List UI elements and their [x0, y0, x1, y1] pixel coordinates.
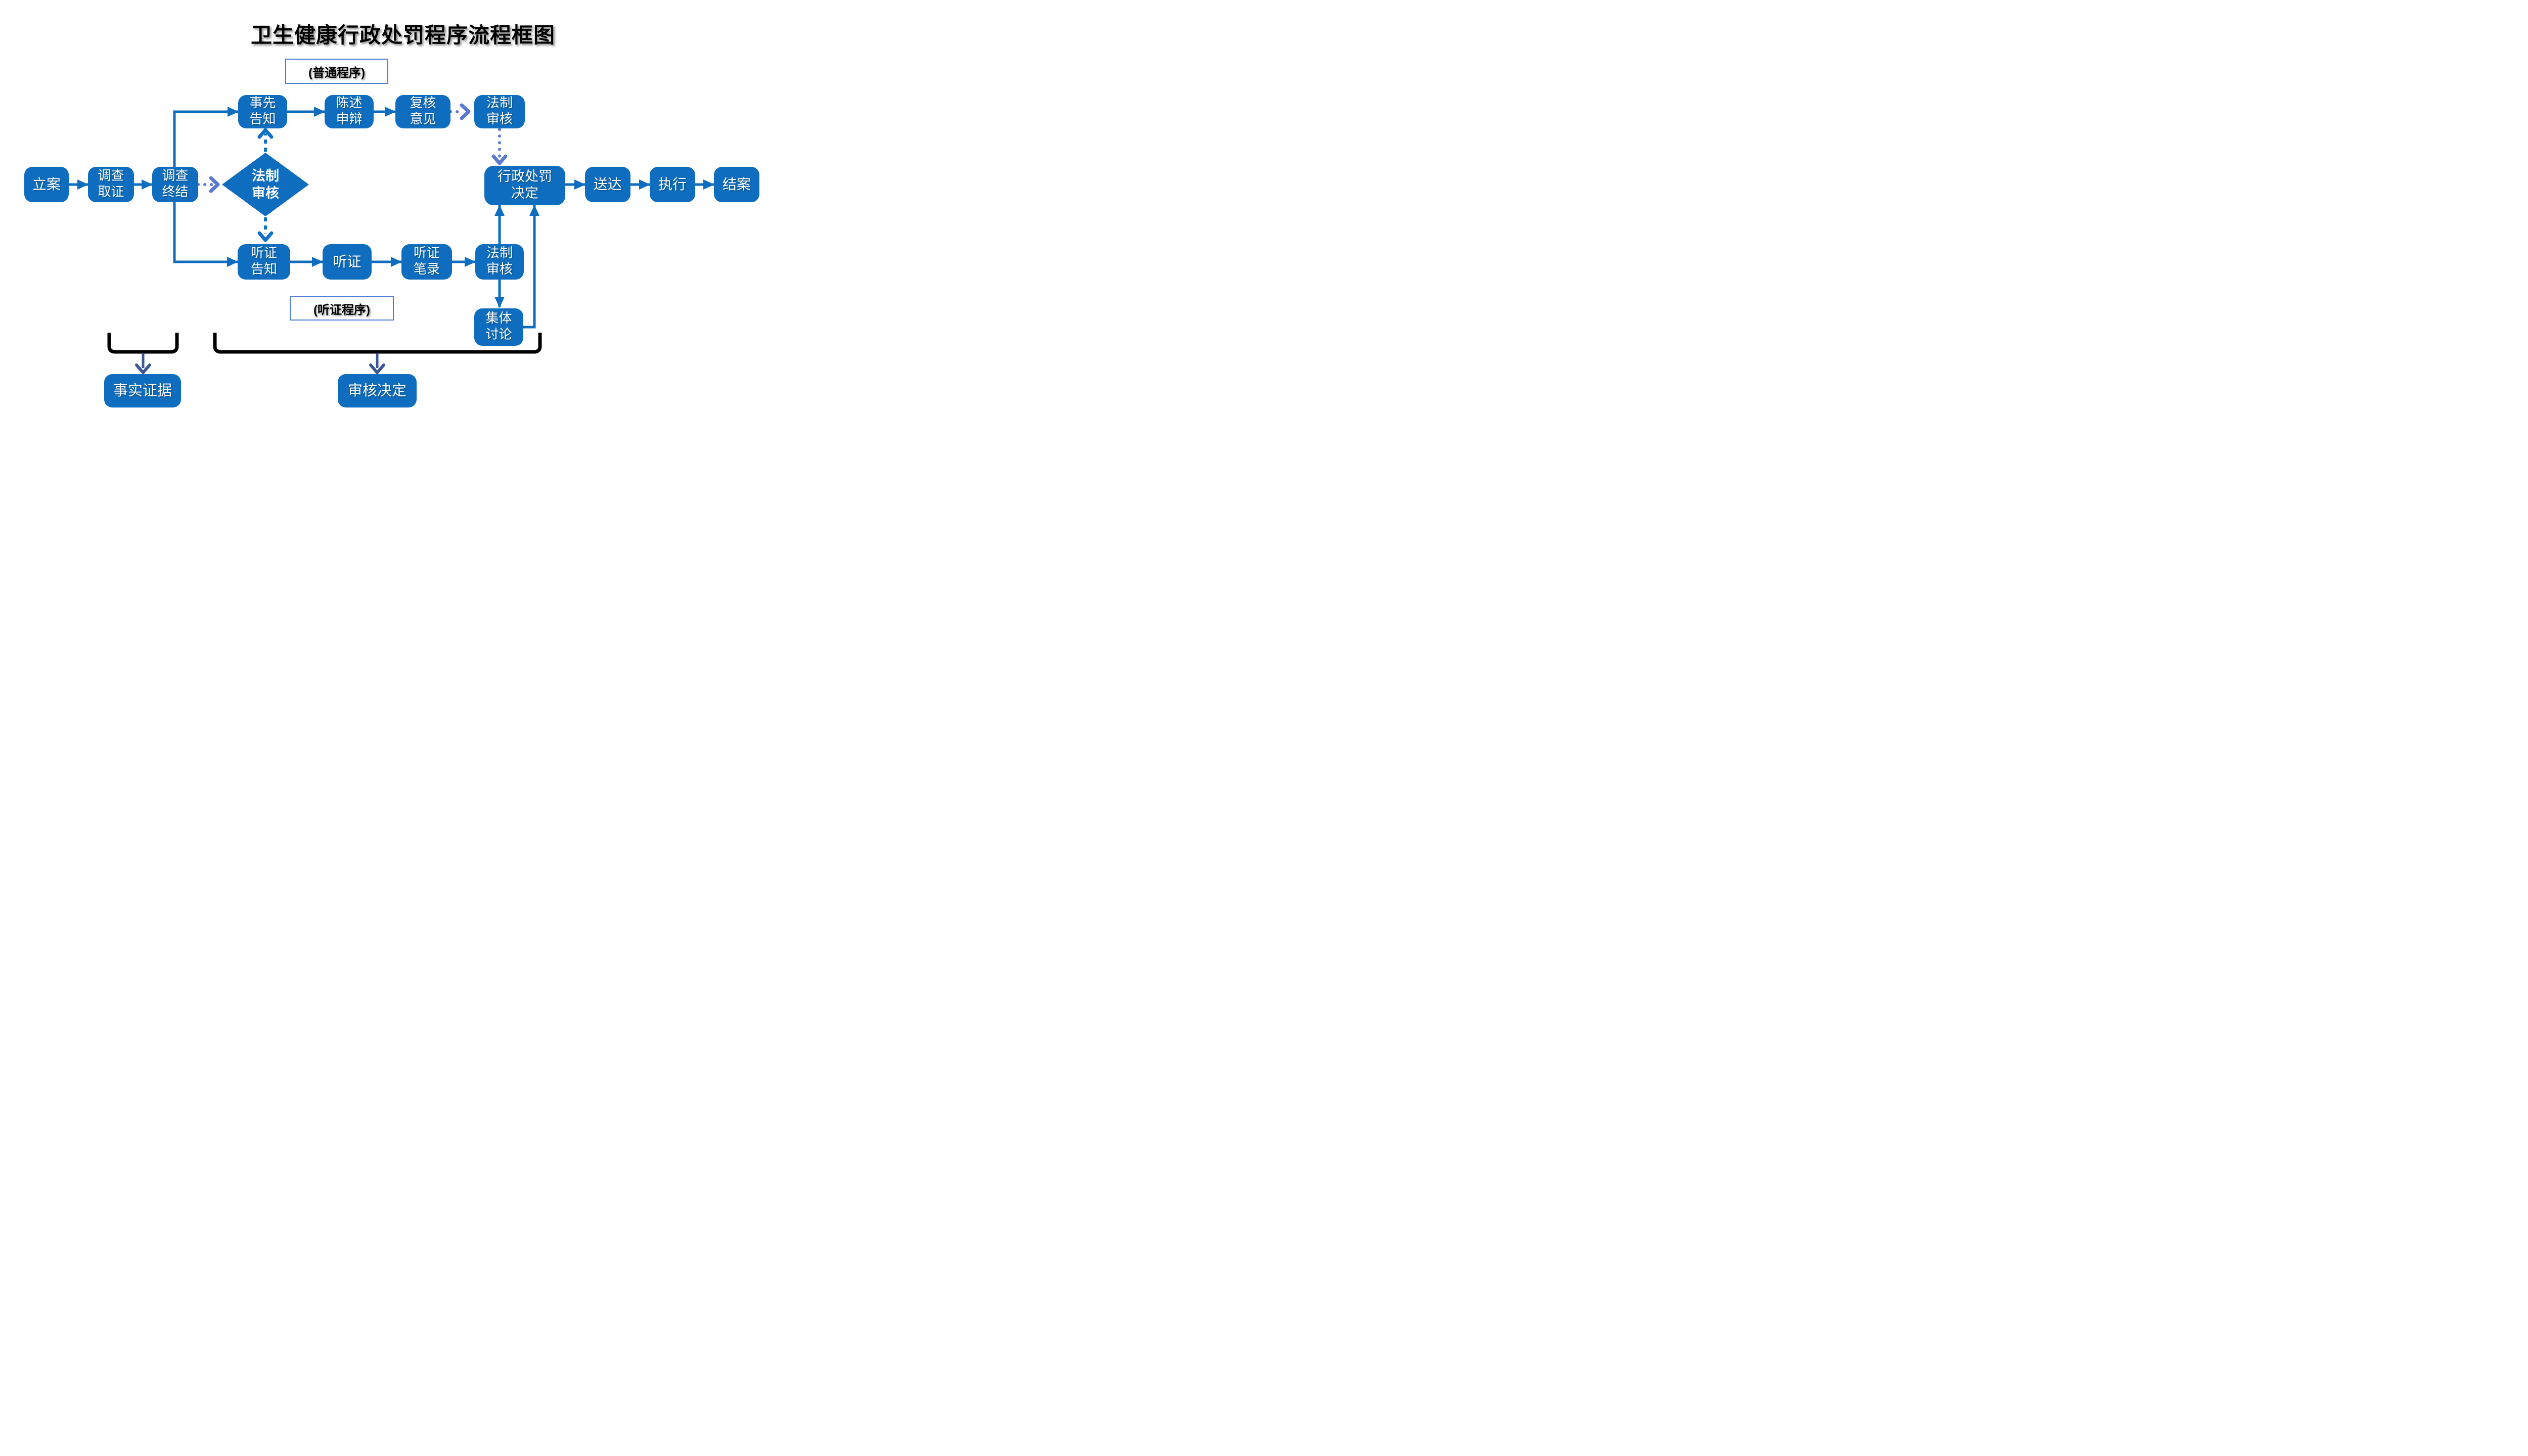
arrow-zhongjie-to-shixian-gaozhi — [173, 107, 239, 167]
dotted-chevron-into-fazhi-top — [460, 103, 471, 120]
chevron-into-shenhe-jueding — [369, 363, 385, 374]
node-fazhi-shenhe-bottom: 法制 审核 — [475, 244, 524, 280]
chevron-into-shishi — [135, 363, 151, 374]
node-chenshu-shenbian: 陈述 申辩 — [325, 95, 374, 128]
connector-layer — [69, 103, 714, 374]
node-diaocha-quzheng: 调查 取证 — [88, 167, 134, 202]
page-title: 卫生健康行政处罚程序流程框图 — [250, 23, 555, 47]
node-jiti-taolun: 集体 讨论 — [474, 308, 523, 346]
node-tingzheng-gaozhi: 听证 告知 — [238, 244, 290, 280]
node-fuhe-yijian: 复核 意见 — [395, 95, 450, 128]
node-fazhi-shenhe-diamond: 法制 审核 — [252, 168, 279, 201]
node-xingzheng-chufa-jueding: 行政处罚 决定 — [484, 166, 565, 205]
node-shixian-gaozhi: 事先 告知 — [238, 95, 287, 128]
label-hearing-procedure: (听证程序) — [290, 296, 394, 321]
node-diaocha-zhongjie: 调查 终结 — [152, 167, 198, 202]
label-general-procedure: (普通程序) — [285, 59, 388, 84]
dotted-chevron-into-jueding-top — [491, 154, 508, 165]
dashed-chevron-into-tingzheng-gaozhi — [257, 231, 274, 242]
node-fazhi-shenhe-top: 法制 审核 — [474, 95, 525, 128]
node-songda: 送达 — [585, 167, 630, 202]
node-shenhe-jueding: 审核决定 — [338, 374, 417, 407]
bracket-review-group — [213, 333, 542, 354]
arrow-zhongjie-to-tingzheng-gaozhi — [173, 202, 238, 267]
dashed-chevron-into-shixian-gaozhi — [257, 128, 274, 139]
arrow-jiti-to-jueding — [523, 205, 539, 329]
node-tingzheng-bilu: 听证 笔录 — [401, 244, 452, 280]
node-shishi-zhengju: 事实证据 — [104, 374, 181, 407]
node-jiean: 结案 — [714, 167, 759, 202]
node-li-an: 立案 — [24, 167, 69, 202]
node-zhixing: 执行 — [650, 167, 695, 202]
bracket-evidence-group — [107, 333, 179, 354]
decision-diamond-shape — [222, 153, 309, 216]
node-tingzheng: 听证 — [323, 244, 372, 280]
flowchart-canvas: 卫生健康行政处罚程序流程框图 (普通程序) (听证程序) — [0, 0, 777, 437]
dotted-chevron-into-diamond — [209, 176, 220, 193]
